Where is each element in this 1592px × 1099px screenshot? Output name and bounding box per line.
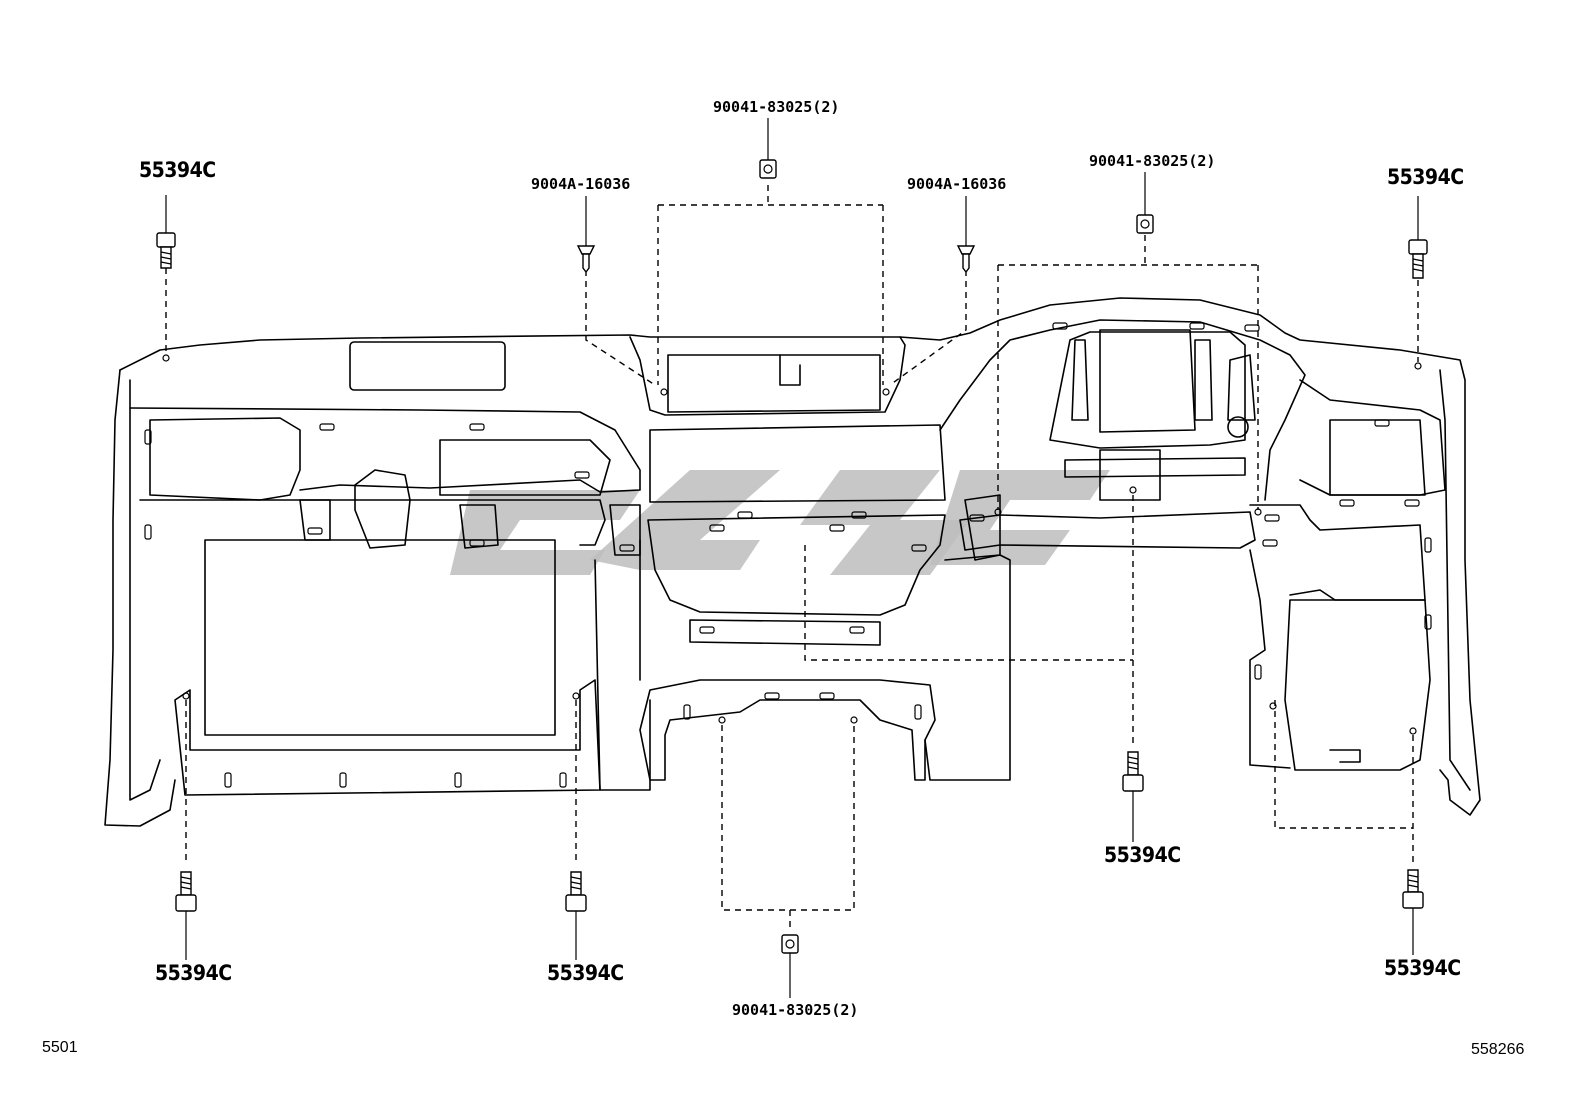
bolt-bottom-1 — [175, 871, 197, 960]
leader-lines — [165, 185, 1419, 930]
label-bolt-right-top: 55394C — [1387, 165, 1464, 189]
page-code: 5501 — [42, 1039, 78, 1056]
nut-top-right — [1136, 172, 1154, 234]
clip-right — [956, 196, 976, 274]
clip-left — [576, 196, 596, 274]
bolt-bottom-right — [1402, 869, 1424, 955]
hole-markers — [162, 354, 1422, 735]
label-clip-left: 9004A-16036 — [531, 175, 631, 193]
nut-bottom — [781, 934, 799, 998]
instrument-panel-outline — [104, 297, 1481, 827]
panel-slots — [144, 322, 1432, 788]
watermark-logo — [450, 470, 1110, 575]
bolt-right-top — [1408, 196, 1428, 279]
bolt-left-top — [156, 195, 176, 269]
label-bolt-left-top: 55394C — [139, 158, 216, 182]
label-bolt-bottom-right: 55394C — [1384, 956, 1461, 980]
label-nut-top-center: 90041-83025(2) — [713, 98, 840, 116]
label-clip-right: 9004A-16036 — [907, 175, 1007, 193]
bolt-bottom-2 — [565, 871, 587, 960]
nut-top-center — [759, 118, 777, 179]
label-bolt-bottom-1: 55394C — [155, 961, 232, 985]
drawing-number: 558266 — [1471, 1041, 1525, 1058]
label-bolt-bottom-2: 55394C — [547, 961, 624, 985]
bolt-center — [1122, 751, 1144, 842]
label-nut-top-right: 90041-83025(2) — [1089, 152, 1216, 170]
label-bolt-center: 55394C — [1104, 843, 1181, 867]
label-nut-bottom: 90041-83025(2) — [732, 1001, 859, 1019]
